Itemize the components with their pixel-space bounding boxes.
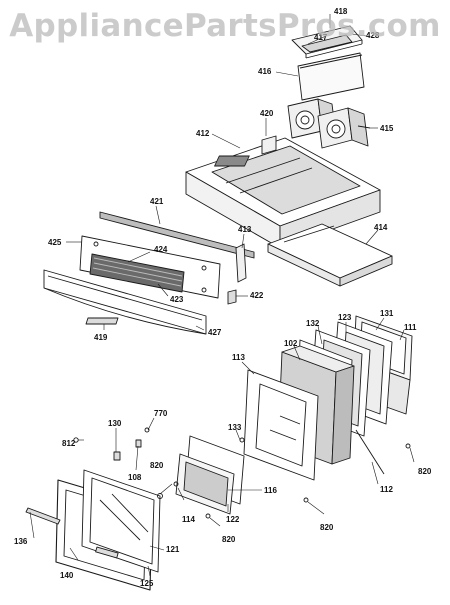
screw-114 [173,481,179,487]
label-427: 427 [208,328,222,337]
label-820-a: 820 [150,461,164,470]
label-102: 102 [284,339,298,348]
label-423: 423 [170,295,184,304]
label-424: 424 [154,245,168,254]
label-140: 140 [60,571,74,580]
label-820-c: 820 [320,523,334,532]
screw-820-c [303,497,309,503]
label-413: 413 [238,225,252,234]
side-bracket [235,243,247,283]
label-122: 122 [226,515,240,524]
label-112: 112 [380,485,393,494]
label-131: 131 [380,309,394,318]
strip [85,317,119,325]
screw-133 [239,437,245,443]
label-421: 421 [150,197,164,206]
inner-panel-113 [243,369,319,481]
label-121: 121 [166,545,180,554]
label-136: 136 [14,537,28,546]
main-housing [185,135,381,249]
long-rail [99,211,255,259]
frame-112 [355,429,385,475]
label-420: 420 [260,109,274,118]
window-assembly-116 [175,435,245,515]
label-111: 111 [404,323,417,332]
label-425: 425 [48,238,62,247]
label-419: 419 [94,333,108,342]
leader-lines [29,14,415,577]
screw-770 [144,427,150,433]
label-820-b: 820 [222,535,236,544]
fan-assembly [287,98,371,149]
part-labels: 418 417 428 416 420 412 415 421 413 414 … [14,7,432,588]
label-123: 123 [338,313,352,322]
drip-tray [267,223,393,287]
label-417: 417 [314,33,328,42]
screw-820-d [405,443,411,449]
label-133: 133 [228,423,242,432]
label-116: 116 [264,486,277,495]
label-132: 132 [306,319,320,328]
vent-grille [89,253,185,293]
label-415: 415 [380,124,394,133]
label-108: 108 [128,473,142,482]
front-trim [43,269,207,335]
screw-820-a [157,493,163,499]
label-125: 125 [140,579,154,588]
label-418: 418 [334,7,348,16]
label-812: 812 [62,439,76,448]
outer-door [55,469,161,591]
label-422: 422 [250,291,264,300]
screw-820-b [205,513,211,519]
label-416: 416 [258,67,272,76]
clip-130 [113,451,121,461]
label-114: 114 [182,515,195,524]
vent-panel [297,52,365,101]
label-412: 412 [196,129,210,138]
clip-108 [135,439,142,448]
label-770: 770 [154,409,168,418]
label-113: 113 [232,353,245,362]
handle-136 [25,507,61,525]
label-130: 130 [108,419,122,428]
clip [227,289,237,305]
label-820-d: 820 [418,467,432,476]
vent-bracket [291,25,363,59]
label-428: 428 [366,31,380,40]
label-414: 414 [374,223,388,232]
